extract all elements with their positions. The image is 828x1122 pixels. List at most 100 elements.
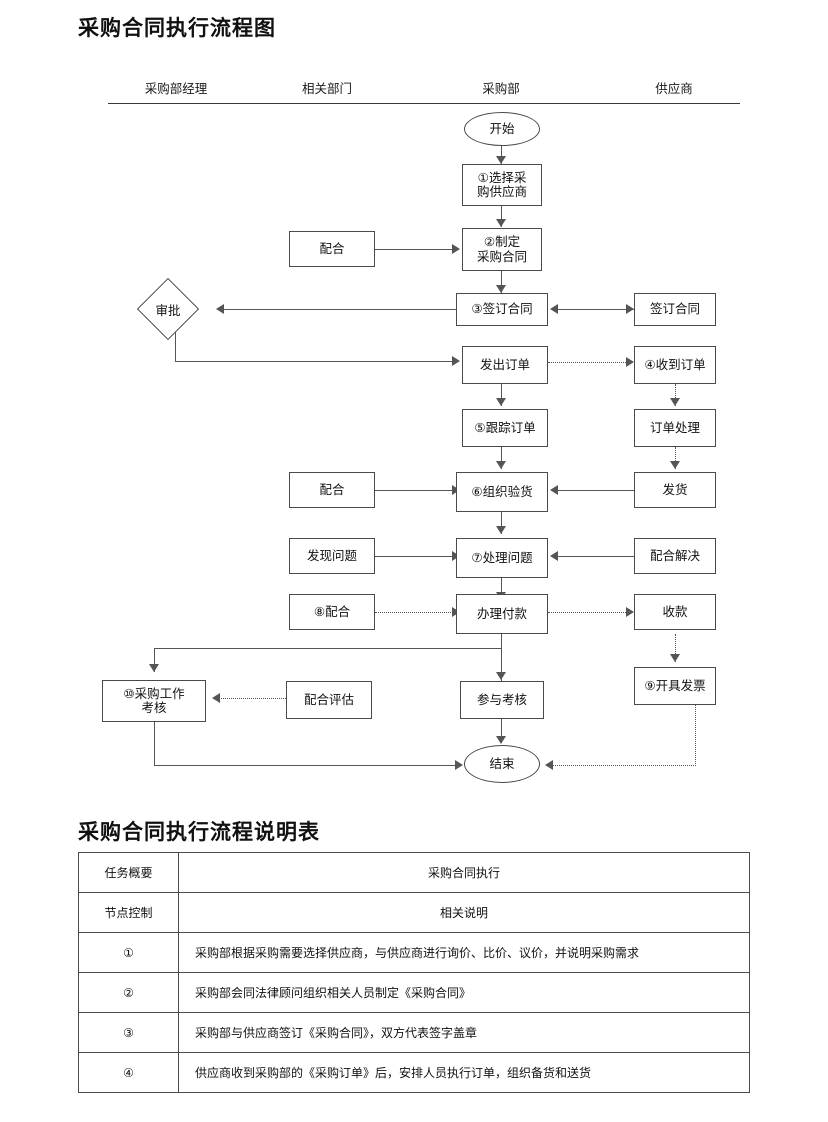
- node-order-process[interactable]: 订单处理: [634, 409, 716, 447]
- node-supplier-sign-contract[interactable]: 签订合同: [634, 293, 716, 326]
- arrowhead-handle-problem-right: [550, 551, 558, 561]
- node-cooperate-solve[interactable]: 配合解决: [634, 538, 716, 574]
- arrowhead-handle-problem: [496, 526, 506, 534]
- table-cell-value: 采购部根据采购需要选择供应商，与供应商进行询价、比价、议价，并说明采购需求: [178, 932, 750, 973]
- arrowhead-order-process: [670, 398, 680, 406]
- flowchart-title: 采购合同执行流程图: [78, 16, 276, 40]
- node-purchase-review[interactable]: ⑩采购工作 考核: [102, 680, 206, 722]
- connector-select-to-make: [501, 205, 503, 227]
- node-issue-order[interactable]: 发出订单: [462, 346, 548, 384]
- lane-header-related-department: 相关部门: [301, 81, 353, 96]
- table-cell-key: 节点控制: [78, 892, 179, 933]
- connector-joinreview-to-end: [501, 713, 503, 743]
- table-cell-key: 任务概要: [78, 852, 179, 893]
- arrowhead-purchase-review: [149, 664, 159, 672]
- arrowhead-receive-payment: [626, 607, 634, 617]
- node-find-problem[interactable]: 发现问题: [289, 538, 375, 574]
- node-cooperate-inspect[interactable]: 配合: [289, 472, 375, 508]
- connector-eval-to-review: [218, 698, 286, 699]
- node-cooperate-payment[interactable]: ⑧配合: [289, 594, 375, 630]
- node-receive-order[interactable]: ④收到订单: [634, 346, 716, 384]
- node-cooperate-contract[interactable]: 配合: [289, 231, 375, 267]
- node-track-order[interactable]: ⑤跟踪订单: [462, 409, 548, 447]
- table-title: 采购合同执行流程说明表: [78, 820, 320, 844]
- table-cell-key: ②: [78, 972, 179, 1013]
- arrowhead-approve: [216, 304, 224, 314]
- connector-branch-down-review: [154, 648, 156, 672]
- node-organize-inspect[interactable]: ⑥组织验货: [456, 472, 548, 512]
- node-select-supplier[interactable]: ①选择采 购供应商: [462, 164, 542, 206]
- node-join-review[interactable]: 参与考核: [460, 681, 544, 719]
- arrowhead-make-contract-left: [452, 244, 460, 254]
- connector-inspect-to-problem: [501, 512, 503, 534]
- table-row: ③ 采购部与供应商签订《采购合同》，双方代表签字盖章: [78, 1012, 750, 1053]
- connector-findproblem-to-handle: [375, 556, 455, 558]
- node-receive-payment[interactable]: 收款: [634, 594, 716, 630]
- connector-handle-to-payment: [501, 578, 503, 600]
- arrowhead-issue-invoice: [670, 654, 680, 662]
- node-make-contract[interactable]: ②制定 采购合同: [462, 228, 542, 271]
- table-cell-value: 采购部会同法律顾问组织相关人员制定《采购合同》: [178, 972, 750, 1013]
- connector-approve-down: [175, 330, 177, 362]
- arrowhead-make-contract: [496, 219, 506, 227]
- node-approve-label: 审批: [155, 302, 181, 318]
- table-cell-value: 供应商收到采购部的《采购订单》后，安排人员执行订单，组织备货和送货: [178, 1052, 750, 1093]
- table-row: 任务概要 采购合同执行: [78, 852, 750, 893]
- connector-payment-to-receive: [548, 612, 628, 613]
- connector-invoice-down: [695, 705, 696, 766]
- node-handle-payment[interactable]: 办理付款: [456, 594, 548, 634]
- connector-cooperate-to-inspect: [375, 490, 455, 492]
- connector-invoice-to-end: [551, 765, 696, 766]
- lane-header-purchasing-department: 采购部: [482, 81, 520, 96]
- table-cell-key: ④: [78, 1052, 179, 1093]
- arrowhead-end-right: [545, 760, 553, 770]
- table-cell-key: ①: [78, 932, 179, 973]
- connector-review-to-end: [154, 765, 459, 767]
- connector-approve-to-issueorder: [175, 361, 456, 363]
- connector-payment-down: [501, 634, 503, 686]
- table-cell-value: 相关说明: [178, 892, 750, 933]
- node-sign-contract[interactable]: ③签订合同: [456, 293, 548, 326]
- arrowhead-select-supplier: [496, 156, 506, 164]
- arrowhead-issue-order: [452, 356, 460, 366]
- connector-payment-branch-left: [154, 648, 502, 650]
- lane-header-supplier: 供应商: [655, 81, 693, 96]
- arrowhead-deliver-goods: [670, 461, 680, 469]
- arrowhead-sign-contract: [496, 285, 506, 293]
- lane-header-purchasing-manager: 采购部经理: [144, 81, 208, 96]
- node-end[interactable]: 结束: [464, 745, 540, 783]
- node-start[interactable]: 开始: [464, 112, 540, 146]
- arrowhead-track-order: [496, 398, 506, 406]
- arrowhead-sign-contract-right: [550, 304, 558, 314]
- arrowhead-end-top: [496, 736, 506, 744]
- arrowhead-join-review: [496, 672, 506, 680]
- node-cooperate-evaluation[interactable]: 配合评估: [286, 681, 372, 719]
- connector-cooperate-to-make: [375, 249, 455, 251]
- arrowhead-inspect-right: [550, 485, 558, 495]
- connector-issueorder-to-track: [501, 384, 503, 406]
- table-cell-value: 采购合同执行: [178, 852, 750, 893]
- table-row: ① 采购部根据采购需要选择供应商，与供应商进行询价、比价、议价，并说明采购需求: [78, 932, 750, 973]
- connector-suppliersign-to-sign: [556, 309, 634, 311]
- connector-receive-to-invoice: [675, 634, 676, 662]
- arrowhead-organize-inspect: [496, 461, 506, 469]
- connector-track-to-inspect: [501, 447, 503, 469]
- node-handle-problem[interactable]: ⑦处理问题: [456, 538, 548, 578]
- lane-header-divider: [108, 103, 740, 104]
- arrowhead-review-right: [212, 693, 220, 703]
- connector-solve-to-handle: [556, 556, 634, 558]
- arrowhead-receive-order: [626, 357, 634, 367]
- table-cell-value: 采购部与供应商签订《采购合同》，双方代表签字盖章: [178, 1012, 750, 1053]
- node-deliver-goods[interactable]: 发货: [634, 472, 716, 508]
- node-issue-invoice[interactable]: ⑨开具发票: [634, 667, 716, 705]
- connector-sign-to-approve: [222, 309, 457, 311]
- connector-issueorder-to-receiveorder: [548, 362, 628, 363]
- connector-deliver-to-inspect: [556, 490, 634, 492]
- table-row: 节点控制 相关说明: [78, 892, 750, 933]
- connector-start-to-select: [501, 145, 503, 164]
- connector-process-to-deliver: [675, 447, 676, 469]
- process-spec-table: 任务概要 采购合同执行 节点控制 相关说明 ① 采购部根据采购需要选择供应商，与…: [78, 852, 750, 1093]
- connector-make-to-sign: [501, 271, 503, 293]
- connector-cooperatepay-to-payment: [375, 612, 455, 613]
